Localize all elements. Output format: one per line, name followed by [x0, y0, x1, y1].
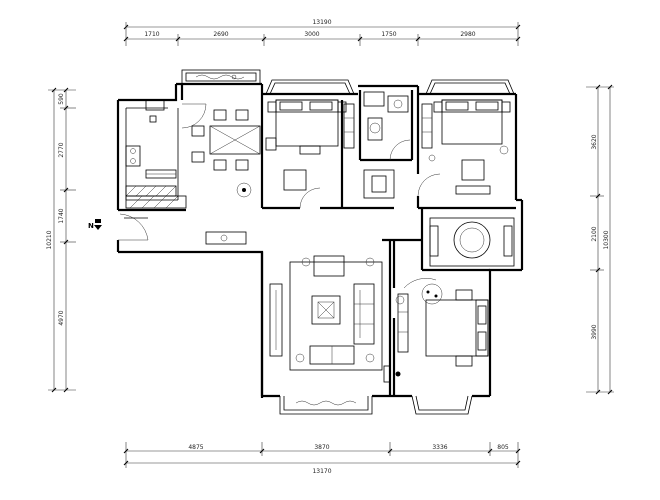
kitchen [125, 99, 187, 209]
plant-icon [383, 365, 391, 383]
plant-icon [395, 371, 401, 377]
bed-icon [441, 99, 503, 145]
wardrobe-icon [343, 103, 355, 149]
living-balcony [279, 396, 373, 415]
round-table-icon [453, 221, 491, 259]
wardrobe-icon [397, 293, 409, 353]
top-dim-4: 1750 [381, 31, 396, 38]
bottom-dim-2: 3870 [314, 444, 329, 451]
dining-table-icon [209, 125, 261, 155]
north-label: N [88, 222, 94, 230]
left-dim-1: 590 [58, 93, 65, 105]
sofa-icon [353, 283, 375, 345]
bottom-total-dim: 13170 [312, 468, 331, 475]
top-dim-1: 1710 [144, 31, 159, 38]
armchair-icon [283, 169, 307, 191]
right-dim-3: 3990 [591, 324, 598, 339]
left-dim-4: 4970 [58, 310, 65, 325]
armchair-icon [313, 255, 345, 277]
wardrobe-icon [421, 103, 433, 149]
top-dim-5: 2980 [460, 31, 475, 38]
top-dimension-chain: 13190 1710 2690 3000 1750 2980 [123, 19, 521, 46]
bed-icon [275, 99, 339, 147]
dining-area [180, 84, 277, 245]
bottom-dim-3: 3336 [432, 444, 447, 451]
right-dim-2: 2100 [591, 226, 598, 241]
top-dim-2: 2690 [213, 31, 228, 38]
bottom-dim-1: 4875 [188, 444, 203, 451]
bed-icon [425, 299, 489, 357]
north-arrow-icon: N [88, 219, 102, 230]
bathtub-icon [363, 91, 385, 107]
study-room [420, 208, 515, 272]
armchair-icon [461, 159, 485, 181]
exterior-walls [116, 82, 524, 398]
bedroom-two [416, 98, 516, 210]
right-total-dim: 10300 [603, 230, 610, 249]
top-left-balcony [181, 69, 261, 85]
entry-door-icon [118, 213, 149, 241]
left-total-dim: 10210 [46, 230, 53, 249]
top-total-dim: 13190 [312, 19, 331, 26]
left-dimension-chain: 10210 590 2770 1740 4970 [46, 87, 76, 393]
bottom-dimension-chain: 4875 3870 3336 805 13170 [123, 442, 521, 475]
laundry-icon [363, 169, 395, 199]
left-dim-3: 1740 [58, 208, 65, 223]
bottom-dim-4: 805 [497, 444, 509, 451]
tv-cabinet-icon [269, 283, 283, 357]
master-bedroom [392, 240, 490, 396]
bedroom-one [260, 98, 355, 210]
bedroom-one-bay-window [265, 79, 355, 95]
coffee-table-icon [311, 295, 341, 325]
shoe-cabinet-icon [205, 231, 247, 245]
plant-icon [236, 182, 252, 198]
toilet-icon [367, 117, 383, 141]
plant-icon [428, 154, 436, 162]
master-bay-window [411, 395, 473, 415]
bathroom [342, 90, 414, 210]
left-dim-2: 2770 [58, 142, 65, 157]
top-dim-3: 3000 [304, 31, 319, 38]
right-dimension-chain: 3620 2100 3990 10300 [586, 84, 614, 395]
sink-icon [149, 115, 157, 123]
washbasin-icon [387, 95, 409, 113]
living-room [260, 252, 391, 396]
right-dim-1: 3620 [591, 134, 598, 149]
bedroom-two-bay-window [425, 79, 515, 95]
stove-icon [125, 145, 141, 167]
